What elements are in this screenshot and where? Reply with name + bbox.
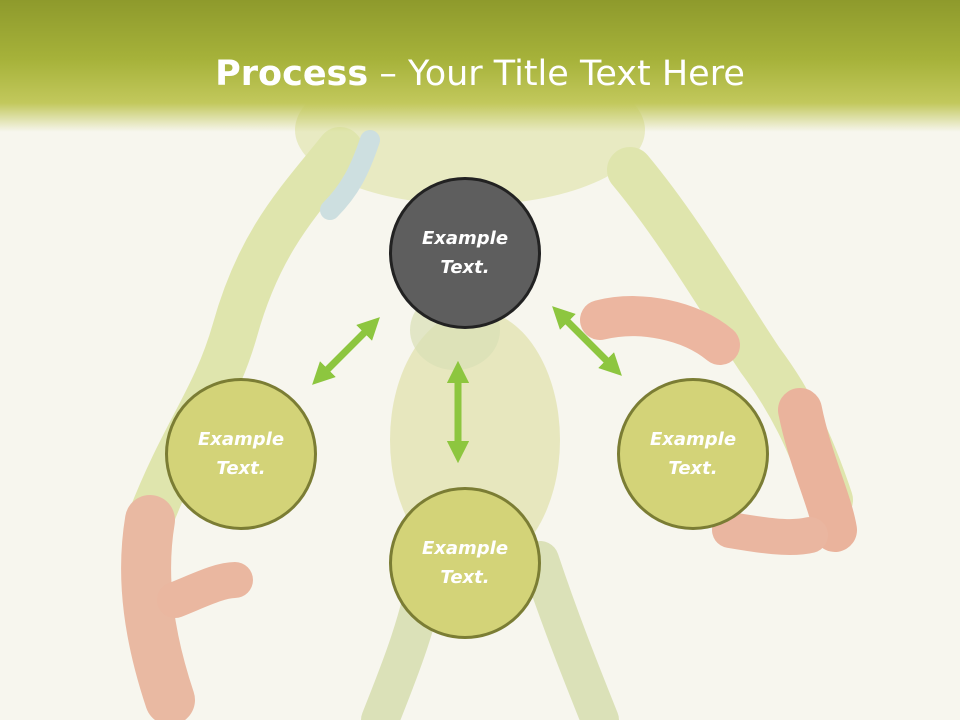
node-right-label: Example Text.: [649, 429, 737, 479]
slide-title: Process – Your Title Text Here: [0, 52, 960, 96]
slide-title-rest: – Your Title Text Here: [368, 54, 745, 94]
node-bottom-label: Example Text.: [421, 538, 509, 588]
process-node-top: Example Text.: [389, 177, 541, 329]
slide-title-bold: Process: [215, 54, 369, 94]
process-node-left: Example Text.: [165, 378, 317, 530]
process-node-right: Example Text.: [617, 378, 769, 530]
node-left-label: Example Text.: [197, 429, 285, 479]
title-band: [0, 0, 960, 132]
process-node-bottom: Example Text.: [389, 487, 541, 639]
node-top-label: Example Text.: [421, 228, 509, 278]
